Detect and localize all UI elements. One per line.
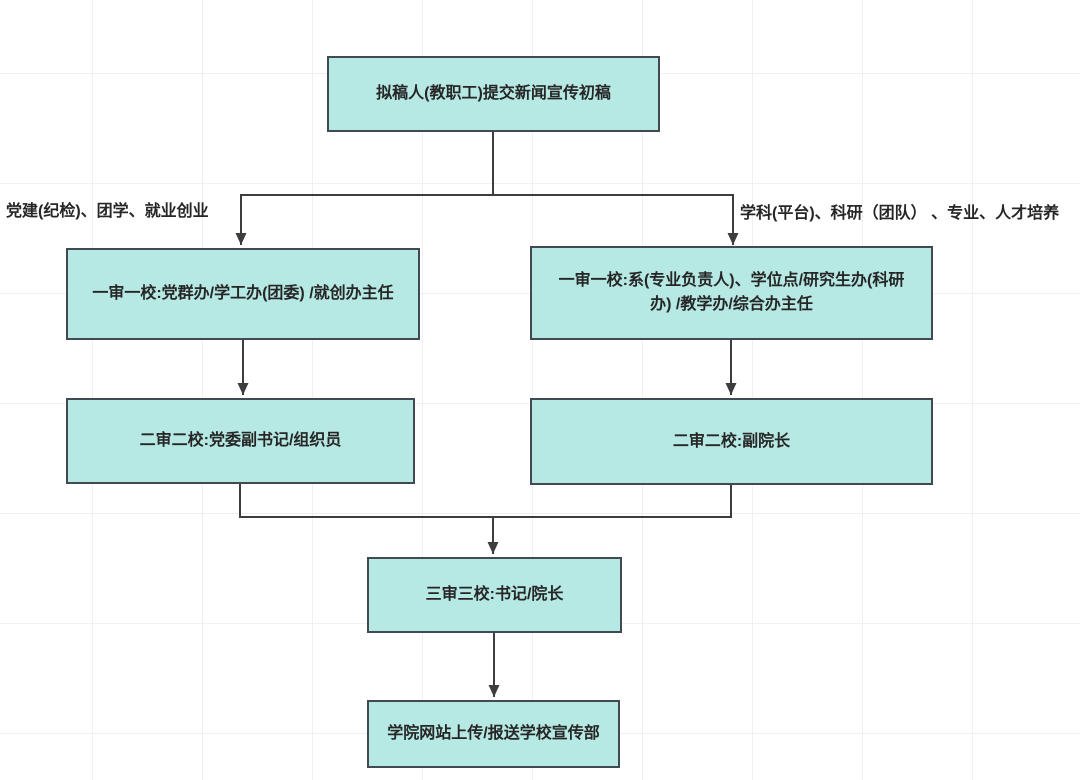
node-draft-submit: 拟稿人(教职工)提交新闻宣传初稿: [327, 56, 660, 132]
node-publish: 学院网站上传/报送学校宣传部: [367, 700, 620, 768]
node-second-review-left: 二审二校:党委副书记/组织员: [66, 398, 415, 484]
edge-label-left-branch: 党建(纪检)、团学、就业创业: [6, 203, 209, 220]
node-third-review-label: 三审三校:书记/院长: [425, 586, 564, 603]
edge-start-to-right1: [493, 194, 739, 245]
edge-left2-to-junction: [239, 484, 493, 518]
node-second-review-right: 二审二校:副院长: [530, 398, 933, 485]
node-first-review-left: 一审一校:党群办/学工办(团委) /就创办主任: [66, 248, 420, 340]
node-second-review-left-label: 二审二校:党委副书记/组织员: [139, 432, 342, 449]
node-second-review-right-label: 二审二校:副院长: [672, 432, 791, 450]
edge-label-right-branch: 学科(平台)、科研（团队） 、专业、人才培养: [740, 205, 1060, 222]
node-draft-submit-label: 拟稿人(教职工)提交新闻宣传初稿: [376, 85, 611, 102]
edge-start-to-left1: [235, 132, 494, 245]
node-first-review-right-label: 一审一校:系(专业负责人)、学位点/研究生办(科研办) /教学办/综合办主任: [558, 272, 905, 313]
node-publish-label: 学院网站上传/报送学校宣传部: [387, 725, 600, 742]
node-first-review-right: 一审一校:系(专业负责人)、学位点/研究生办(科研办) /教学办/综合办主任: [530, 246, 933, 340]
node-first-review-left-label: 一审一校:党群办/学工办(团委) /就创办主任: [92, 285, 394, 302]
edge-right2-to-junction: [493, 485, 732, 518]
node-third-review: 三审三校:书记/院长: [367, 557, 622, 633]
